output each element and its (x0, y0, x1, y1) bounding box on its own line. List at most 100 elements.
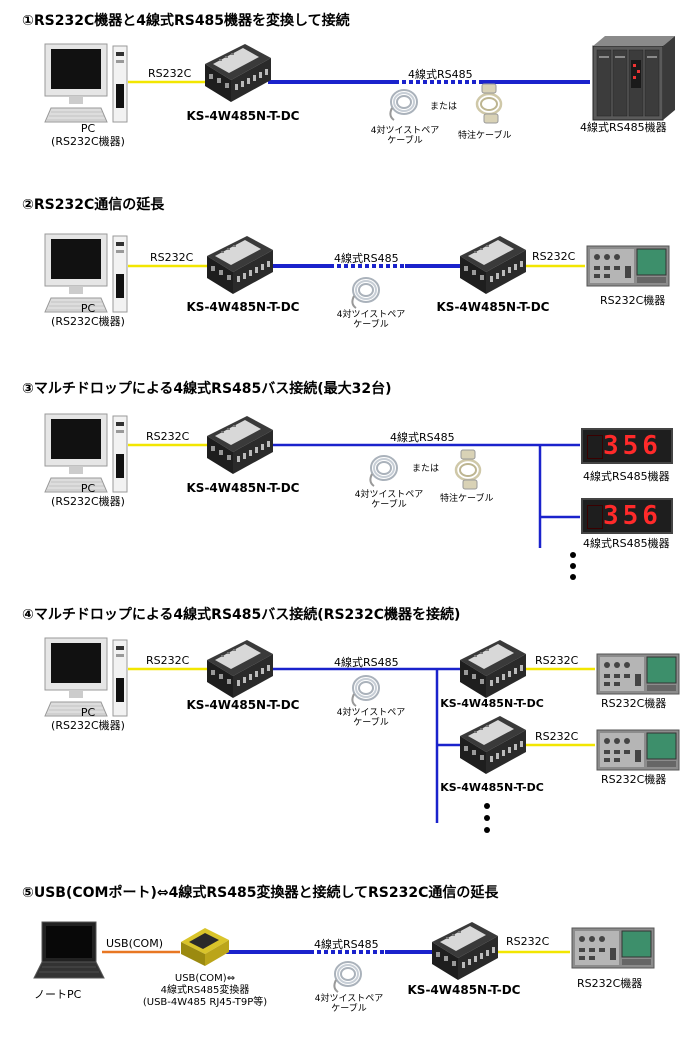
s3-special-cable-icon (454, 448, 482, 491)
s3-cable-label-line1: 4対ツイストペア (354, 490, 424, 500)
s4-dots (484, 803, 490, 833)
s2-rs232c-label-right: RS232C (532, 250, 576, 263)
s3-cable-label: 4対ツイストペア ケーブル (354, 490, 424, 510)
section-4-title: ④マルチドロップによる4線式RS485バス接続(RS232C機器を接続) (22, 607, 461, 623)
s5-cable-label-line1: 4対ツイストペア (314, 994, 384, 1004)
s2-rs232c-label-left: RS232C (150, 251, 194, 264)
s4-cable-label-line2: ケーブル (353, 718, 389, 728)
s4-converter-node1-icon (460, 640, 526, 698)
s4-rs232c-label-b: RS232C (535, 654, 579, 667)
s3-rs485-device-1-label: 4線式RS485機器 (583, 470, 670, 483)
section-2-title: ②RS232C通信の延長 (22, 197, 165, 213)
s2-cable-label-line2: ケーブル (353, 320, 389, 330)
s4-rs232c-device2-label: RS232C機器 (601, 773, 667, 786)
s2-converter-left-label: KS-4W485N-T-DC (186, 300, 300, 314)
s2-rs485-label: 4線式RS485 (334, 252, 399, 265)
s4-rs232c-device2-icon (596, 729, 680, 771)
s5-usb-converter-label-line2: 4線式RS485変換器 (160, 985, 250, 996)
s2-pc-label-line1: PC (80, 302, 96, 315)
s5-usb-converter-icon (181, 928, 229, 966)
s1-converter-label: KS-4W485N-T-DC (186, 109, 300, 123)
s1-rs232c-label: RS232C (148, 67, 192, 80)
s3-rs485-display-device-2: 356 (581, 498, 673, 534)
s1-pc-label-line2: (RS232C機器) (51, 135, 125, 148)
s5-rs232c-device-label: RS232C機器 (577, 977, 643, 990)
s5-notebook-pc-label: ノートPC (34, 988, 82, 1001)
s1-pc-label-line1: PC (80, 122, 96, 135)
s4-rs232c-label: RS232C (146, 654, 190, 667)
s1-special-cable-icon (475, 82, 503, 125)
s5-rs485-label: 4線式RS485 (314, 938, 379, 951)
s1-rs485-device-label: 4線式RS485機器 (580, 121, 667, 134)
s2-pc-label: PC (RS232C機器) (38, 302, 138, 328)
s5-rs232c-device-icon (571, 927, 655, 969)
s4-pc-label-line1: PC (80, 706, 96, 719)
s4-converter-node2-label: KS-4W485N-T-DC (440, 781, 544, 794)
s5-usb-converter-label-line3: (USB-4W485 RJ45-T9P等) (142, 997, 268, 1008)
s2-converter-left-icon (207, 236, 273, 294)
s5-usb-com-label: USB(COM) (106, 937, 163, 950)
s4-converter-main-icon (207, 640, 273, 698)
s4-cable-label: 4対ツイストペア ケーブル (336, 708, 406, 728)
s1-or-label: または (430, 102, 458, 112)
s4-converter-node1-label: KS-4W485N-T-DC (440, 697, 544, 710)
s1-special-cable-label: 特注ケーブル (458, 131, 512, 141)
s3-display-value-2: 356 (603, 501, 662, 531)
s3-converter-label: KS-4W485N-T-DC (186, 481, 300, 495)
s2-rs232c-device-icon (586, 245, 670, 287)
s3-pc-label-line1: PC (80, 482, 96, 495)
s4-converter-main-label: KS-4W485N-T-DC (186, 698, 300, 712)
s4-pc-label-line2: (RS232C機器) (51, 719, 125, 732)
section-1-title: ①RS232C機器と4線式RS485機器を変換して接続 (22, 13, 350, 29)
s2-pc-label-line2: (RS232C機器) (51, 315, 125, 328)
s1-rs485-device-icon (592, 35, 676, 121)
s1-cable-label-line2: ケーブル (387, 136, 423, 146)
s3-rs232c-label: RS232C (146, 430, 190, 443)
s3-rs485-display-device-1: 356 (581, 428, 673, 464)
section-3-title: ③マルチドロップによる4線式RS485バス接続(最大32台) (22, 381, 392, 397)
s4-pc-label: PC (RS232C機器) (38, 706, 138, 732)
s4-rs485-label: 4線式RS485 (334, 656, 399, 669)
s2-rs232c-device-label: RS232C機器 (600, 294, 666, 307)
s5-usb-converter-label-line1: USB(COM)⇔ (174, 973, 236, 984)
s4-pc-icon (44, 637, 128, 717)
s5-converter-label: KS-4W485N-T-DC (407, 983, 521, 997)
s3-rs485-label: 4線式RS485 (390, 431, 455, 444)
s5-cable-label: 4対ツイストペア ケーブル (314, 994, 384, 1014)
s5-twisted-pair-cable-icon (333, 961, 362, 993)
s4-twisted-pair-cable-icon (351, 675, 380, 707)
s3-pc-label: PC (RS232C機器) (38, 482, 138, 508)
s3-or-label: または (412, 464, 440, 474)
s1-pc-label: PC (RS232C機器) (38, 122, 138, 148)
s4-rs232c-label-c: RS232C (535, 730, 579, 743)
section-5-title: ⑤USB(COMポート)⇔4線式RS485変換器と接続してRS232C通信の延長 (22, 885, 499, 901)
s5-notebook-pc-icon (33, 921, 105, 979)
s5-converter-icon (432, 922, 498, 980)
s1-rs485-label: 4線式RS485 (408, 68, 473, 81)
s3-special-cable-label: 特注ケーブル (440, 494, 494, 504)
s2-twisted-pair-cable-icon (351, 277, 380, 309)
s2-cable-label-line1: 4対ツイストペア (336, 310, 406, 320)
s3-dots (570, 552, 576, 580)
s3-rs485-device-2-label: 4線式RS485機器 (583, 537, 670, 550)
s1-cable-label-line1: 4対ツイストペア (370, 126, 440, 136)
s4-cable-label-line1: 4対ツイストペア (336, 708, 406, 718)
s3-cable-label-line2: ケーブル (371, 500, 407, 510)
s3-display-value-1: 356 (603, 431, 662, 461)
s2-cable-label: 4対ツイストペア ケーブル (336, 310, 406, 330)
s1-twisted-pair-cable-icon (389, 89, 418, 121)
s1-converter-icon (205, 44, 271, 102)
s5-usb-converter-label: USB(COM)⇔ 4線式RS485変換器 (USB-4W485 RJ45-T9… (130, 973, 280, 1009)
s4-rs232c-device1-icon (596, 653, 680, 695)
s3-pc-label-line2: (RS232C機器) (51, 495, 125, 508)
s3-twisted-pair-cable-icon (369, 455, 398, 487)
s4-rs232c-device1-label: RS232C機器 (601, 697, 667, 710)
s2-converter-right-label: KS-4W485N-T-DC (436, 300, 550, 314)
s2-pc-icon (44, 233, 128, 313)
s5-rs232c-label: RS232C (506, 935, 550, 948)
s4-converter-node2-icon (460, 716, 526, 774)
s2-converter-right-icon (460, 236, 526, 294)
s3-pc-icon (44, 413, 128, 493)
s1-cable-label: 4対ツイストペア ケーブル (370, 126, 440, 146)
